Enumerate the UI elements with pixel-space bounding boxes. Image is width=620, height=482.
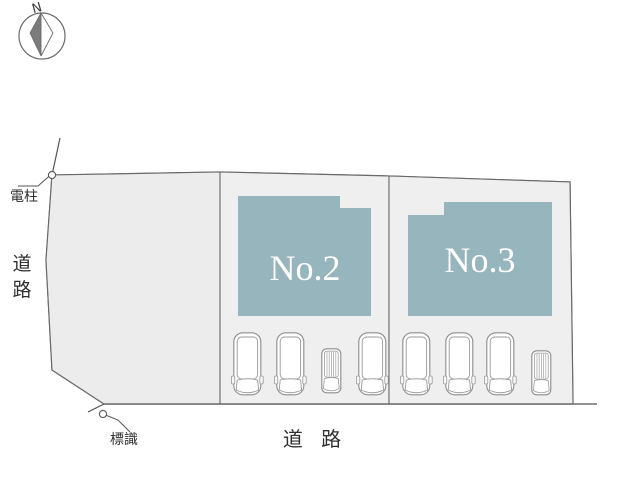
annotation-utility-pole: 電柱 xyxy=(10,170,57,205)
boundary-line-southwest xyxy=(87,403,105,413)
road-sign-leader-line xyxy=(106,414,131,433)
parking-motorcycle xyxy=(321,348,342,394)
road-sign-label: 標識 xyxy=(110,432,138,448)
parcel-empty xyxy=(45,171,221,405)
compass-rose: N xyxy=(18,0,66,60)
parking-car xyxy=(483,332,517,396)
parking-car xyxy=(230,332,264,396)
building-no-3 xyxy=(408,202,552,316)
road-label-south: 道 路 xyxy=(283,427,347,451)
parking-motorcycle xyxy=(531,350,552,396)
annotation-road-sign: 標識 xyxy=(98,409,138,448)
parking-car xyxy=(442,332,476,396)
parking-car xyxy=(273,332,307,396)
compass-needle-east xyxy=(40,11,54,57)
utility-pole-marker xyxy=(47,170,57,180)
utility-pole-label: 電柱 xyxy=(10,189,38,205)
parking-car xyxy=(399,332,433,396)
parking-car xyxy=(355,332,389,396)
road-label-west-line-1: 道 xyxy=(12,253,31,275)
boundary-line-northwest xyxy=(51,137,61,176)
building-label-no-3: No.3 xyxy=(445,240,516,280)
building-no-2 xyxy=(238,196,371,316)
road-sign-marker xyxy=(98,409,108,419)
building-label-no-2: No.2 xyxy=(270,248,341,288)
compass-north-label: N xyxy=(30,0,43,17)
utility-pole-leader-line xyxy=(18,176,49,187)
road-label-west-line-2: 路 xyxy=(12,279,31,301)
